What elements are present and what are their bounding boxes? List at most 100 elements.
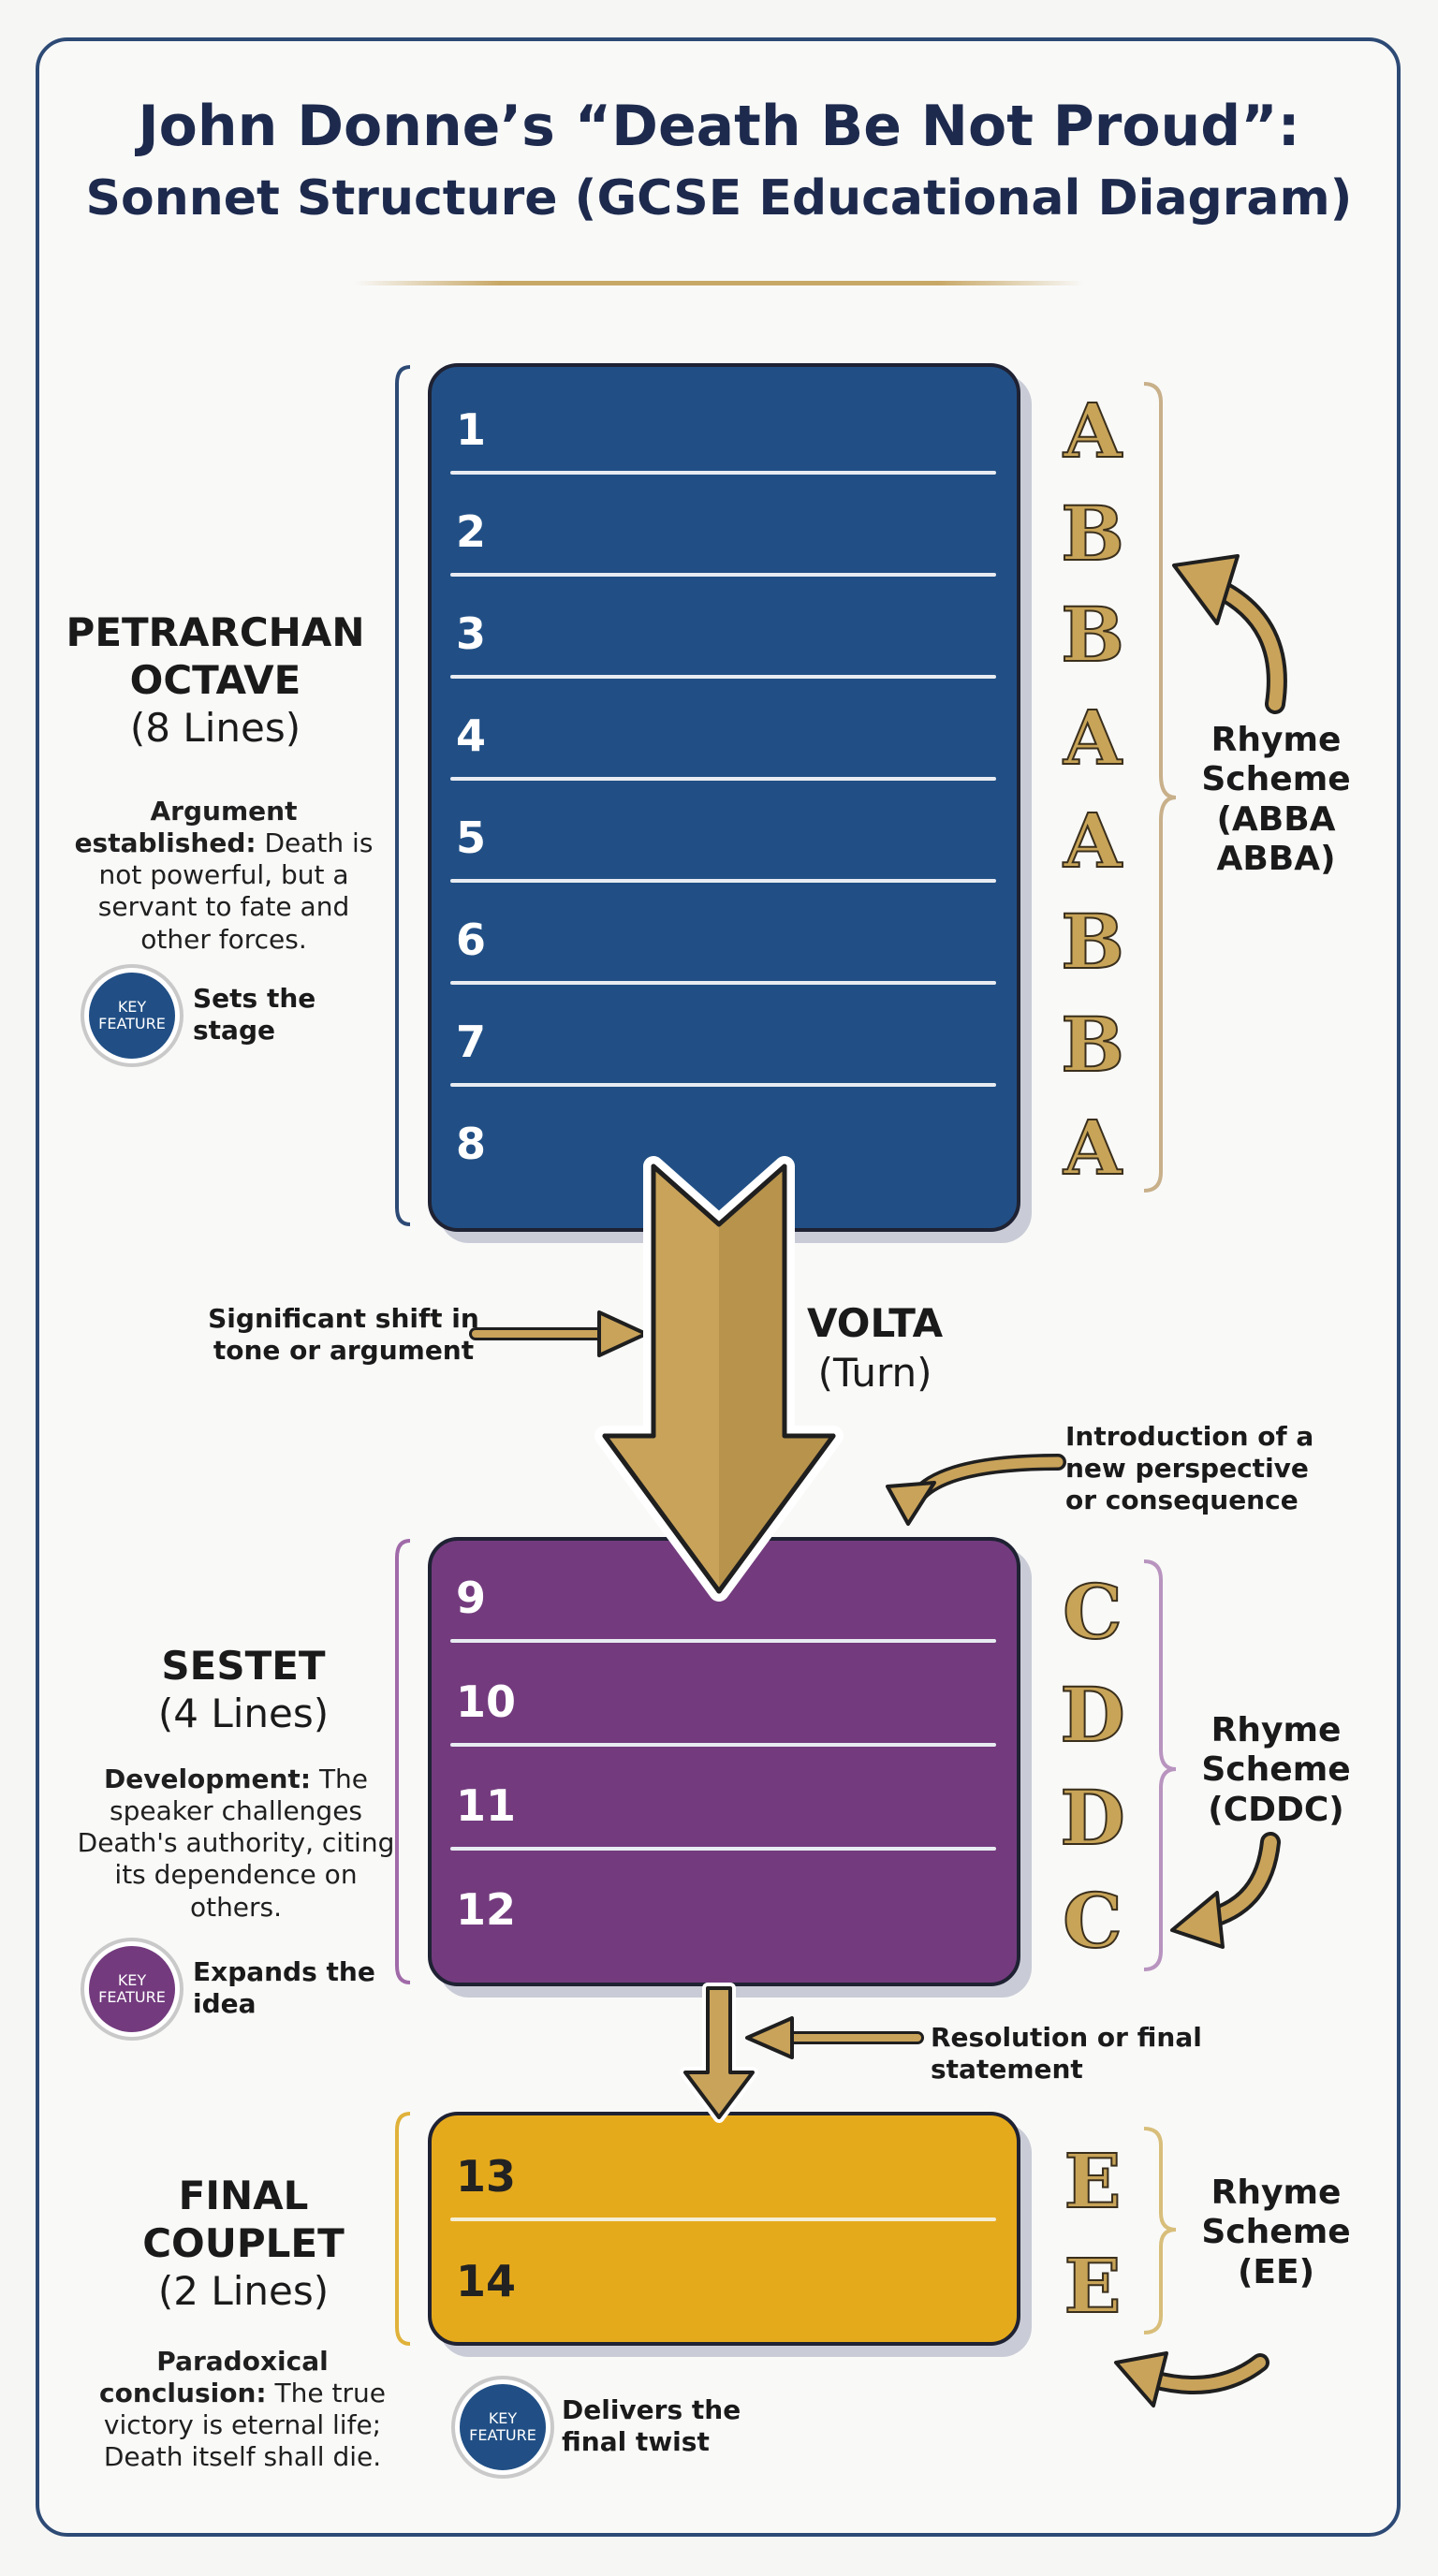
- rhyme-letter: B: [1060, 591, 1125, 679]
- rhyme-letter: B: [1060, 898, 1125, 986]
- badge-key-text: KEY: [117, 997, 147, 1016]
- octave-line-5: 5: [450, 781, 996, 883]
- sestet-line-11: 11: [450, 1749, 996, 1851]
- couplet-description-body: The true victory is eternal life; Death …: [103, 2378, 386, 2473]
- volta-right-arrow: [886, 1454, 1066, 1526]
- octave-right-brace: [1143, 382, 1177, 1193]
- line-number: 7: [456, 1017, 487, 1067]
- octave-heading-line2: OCTAVE: [129, 657, 301, 704]
- sestet-rhyme-scheme: Rhyme Scheme (CDDC): [1201, 1711, 1351, 1829]
- octave-description: Argument established: Death is not power…: [69, 796, 378, 956]
- sestet-right-brace: [1143, 1559, 1177, 1971]
- couplet-description-lead: Paradoxical conclusion:: [99, 2346, 329, 2409]
- volta-right-note: Introduction of a new perspective or con…: [1065, 1421, 1314, 1516]
- rhyme-letter: A: [1063, 694, 1123, 782]
- badge-feature-text: FEATURE: [469, 2426, 536, 2444]
- volta-subtitle: (Turn): [817, 1349, 932, 1396]
- octave-left-bracket: [395, 365, 411, 1226]
- octave-line-7: 7: [450, 985, 996, 1087]
- badge-feature-text: FEATURE: [98, 1988, 166, 2006]
- octave-line-count: (8 Lines): [129, 705, 301, 752]
- octave-heading-line1: PETRARCHAN: [66, 609, 365, 655]
- octave-line-1: 1: [450, 373, 996, 475]
- resolution-arrow: [745, 2016, 924, 2059]
- line-number: 6: [456, 915, 487, 965]
- line-number: 14: [456, 2256, 517, 2306]
- sestet-block: 9 10 11 12: [428, 1537, 1020, 1986]
- line-number: 2: [456, 506, 487, 557]
- rhyme-letter: A: [1063, 797, 1123, 885]
- rhyme-letter: D: [1059, 1671, 1125, 1759]
- line-number: 13: [456, 2151, 517, 2202]
- octave-line-3: 3: [450, 577, 996, 679]
- volta-arrow: [594, 1156, 844, 1602]
- couplet-line-14: 14: [450, 2224, 996, 2326]
- line-number: 10: [456, 1676, 517, 1727]
- octave-rhyme-scheme: Rhyme Scheme (ABBA ABBA): [1201, 721, 1351, 879]
- volta-left-note: Significant shift in tone or argument: [208, 1303, 479, 1367]
- octave-line-8: 8: [450, 1087, 996, 1189]
- rhyme-letter: E: [1064, 2242, 1123, 2330]
- octave-description-body: Death is not powerful, but a servant to …: [97, 827, 374, 955]
- resolution-note: Resolution or final statement: [931, 2022, 1202, 2086]
- line-number: 4: [456, 710, 487, 761]
- couplet-rhyme-scheme: Rhyme Scheme (EE): [1201, 2174, 1351, 2291]
- sestet-line-9: 9: [450, 1541, 996, 1643]
- line-number: 3: [456, 608, 487, 659]
- couplet-line-13: 13: [450, 2119, 996, 2221]
- rhyme-letter: A: [1063, 1104, 1123, 1192]
- line-number: 9: [456, 1573, 487, 1623]
- couplet-heading-line1: FINAL: [178, 2173, 309, 2218]
- volta-label: VOLTA (Turn): [807, 1299, 943, 1398]
- sestet-heading-title: SESTET: [161, 1643, 326, 1689]
- couplet-right-brace: [1143, 2127, 1177, 2334]
- rhyme-letter: C: [1062, 1568, 1123, 1656]
- line-number: 11: [456, 1780, 517, 1831]
- sestet-description: Development: The speaker challenges Deat…: [77, 1764, 395, 1924]
- octave-line-6: 6: [450, 883, 996, 985]
- octave-rhyme-arrow: [1172, 554, 1287, 714]
- couplet-key-feature-text: Delivers the final twist: [562, 2394, 741, 2458]
- rhyme-letter: C: [1062, 1877, 1123, 1965]
- sestet-line-12: 12: [450, 1852, 996, 1954]
- couplet-line-count: (2 Lines): [157, 2268, 330, 2315]
- sestet-line-10: 10: [450, 1645, 996, 1747]
- line-number: 12: [456, 1884, 517, 1935]
- sestet-left-bracket: [395, 1539, 411, 1984]
- couplet-block: 13 14: [428, 2112, 1020, 2346]
- rhyme-letter: A: [1063, 387, 1123, 475]
- sestet-rhyme-arrow: [1170, 1832, 1281, 1949]
- couplet-heading-line2: COUPLET: [142, 2220, 345, 2267]
- sestet-line-count: (4 Lines): [157, 1690, 330, 1737]
- octave-line-4: 4: [450, 679, 996, 781]
- rhyme-letter: E: [1064, 2137, 1123, 2225]
- transition-arrow: [680, 1983, 758, 2123]
- octave-line-2: 2: [450, 475, 996, 577]
- rhyme-letter: B: [1060, 490, 1125, 578]
- line-number: 5: [456, 812, 487, 863]
- rhyme-letter: D: [1059, 1774, 1125, 1862]
- couplet-heading: FINAL COUPLET (2 Lines): [84, 2172, 403, 2316]
- octave-block: 1 2 3 4 5 6 7 8: [428, 363, 1020, 1232]
- badge-key-text: KEY: [488, 2408, 518, 2427]
- octave-description-lead: Argument established:: [74, 796, 298, 859]
- couplet-description: Paradoxical conclusion: The true victory…: [88, 2346, 397, 2474]
- volta-left-arrow: [469, 1310, 648, 1357]
- title-divider: [354, 281, 1084, 285]
- sestet-heading: SESTET (4 Lines): [84, 1642, 403, 1737]
- badge-feature-text: FEATURE: [98, 1015, 166, 1032]
- rhyme-letter: B: [1060, 1001, 1125, 1089]
- sestet-key-feature-text: Expands the idea: [193, 1956, 375, 2020]
- couplet-rhyme-arrow: [1114, 2351, 1269, 2408]
- octave-heading: PETRARCHAN OCTAVE (8 Lines): [56, 608, 374, 753]
- couplet-left-bracket: [395, 2112, 411, 2346]
- line-number: 1: [456, 404, 487, 455]
- octave-key-feature-text: Sets the stage: [193, 983, 316, 1046]
- diagram-subtitle: Sonnet Structure (GCSE Educational Diagr…: [85, 170, 1353, 227]
- badge-key-text: KEY: [117, 1970, 147, 1989]
- line-number: 8: [456, 1119, 487, 1169]
